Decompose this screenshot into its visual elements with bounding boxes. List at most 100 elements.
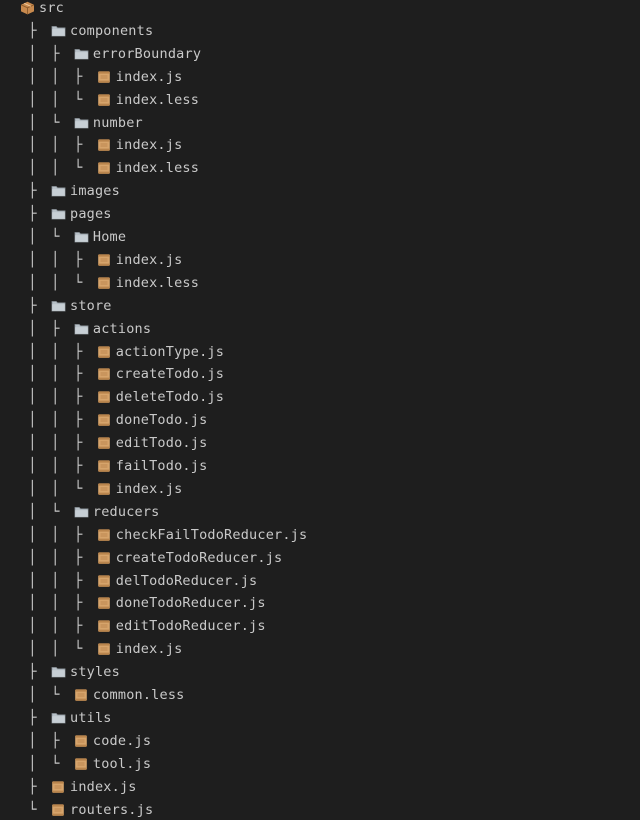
file-icon [97, 70, 112, 84]
tree-item-label: src [39, 0, 64, 16]
tree-connector-pipe: │ [28, 549, 37, 566]
tree-connector-end: └ [51, 229, 60, 245]
tree-connector-pipe: │ [51, 549, 60, 566]
tree-row[interactable]: ││├createTodoReducer.js [0, 547, 640, 570]
tree-row[interactable]: ││├doneTodoReducer.js [0, 592, 640, 615]
folder-icon [74, 322, 89, 336]
tree-connector-end: └ [74, 91, 83, 108]
tree-connector-end: └ [51, 755, 60, 772]
tree-item-label: errorBoundary [92, 45, 202, 62]
tree-row[interactable]: ││├deleteTodo.js [0, 386, 640, 409]
tree-row[interactable]: src [0, 0, 640, 20]
tree-row[interactable]: ││└index.less [0, 272, 640, 295]
tree-connector-pipe: │ [28, 160, 37, 177]
tree-connector-pipe: │ [28, 343, 37, 360]
file-icon [97, 253, 112, 267]
tree-row[interactable]: ││└index.less [0, 89, 640, 112]
tree-item-label: index.js [115, 641, 183, 658]
tree-connector-pipe: │ [51, 389, 60, 406]
file-icon [97, 413, 112, 427]
tree-row[interactable]: │├actions [0, 318, 640, 341]
tree-item-label: index.js [115, 251, 183, 268]
tree-row[interactable]: ││├failTodo.js [0, 455, 640, 478]
tree-connector-pipe: │ [28, 274, 37, 291]
tree-connector-end: └ [28, 801, 37, 818]
file-icon [97, 161, 112, 175]
tree-row[interactable]: │└Home [0, 226, 640, 249]
tree-row[interactable]: │└common.less [0, 684, 640, 707]
folder-icon [74, 505, 89, 519]
tree-item-label: styles [70, 664, 120, 681]
tree-row[interactable]: ├store [0, 295, 640, 318]
folder-icon [74, 47, 89, 61]
tree-row[interactable]: ││├editTodo.js [0, 432, 640, 455]
tree-row[interactable]: ││├delTodoReducer.js [0, 570, 640, 593]
tree-item-label: number [92, 114, 143, 131]
tree-connector-pipe: │ [51, 480, 60, 497]
tree-row[interactable]: ││├index.js [0, 66, 640, 89]
tree-connector-pipe: │ [28, 91, 37, 108]
tree-item-label: utils [70, 709, 112, 726]
file-icon [74, 734, 89, 748]
tree-row[interactable]: ││├actionType.js [0, 341, 640, 364]
tree-connector-tee: ├ [28, 664, 37, 681]
tree-row[interactable]: ││└index.js [0, 478, 640, 501]
tree-row[interactable]: ├index.js [0, 776, 640, 799]
file-icon [97, 574, 112, 588]
tree-connector-pipe: │ [28, 641, 37, 658]
tree-connector-tee: ├ [74, 343, 83, 360]
tree-row[interactable]: ││├createTodo.js [0, 363, 640, 386]
tree-item-label: failTodo.js [115, 458, 208, 474]
tree-connector-tee: ├ [74, 435, 83, 452]
tree-connector-pipe: │ [28, 732, 37, 749]
tree-row[interactable]: │ ├ code.js [0, 730, 640, 753]
tree-row[interactable]: ││└index.less [0, 157, 640, 180]
tree-item-label: index.less [115, 160, 200, 177]
tree-row[interactable]: ││├checkFailTodoReducer.js [0, 524, 640, 547]
tree-row[interactable]: ├ styles [0, 661, 640, 684]
tree-connector-pipe: │ [51, 343, 60, 360]
tree-connector-pipe: │ [28, 45, 37, 62]
tree-item-label: index.js [115, 137, 183, 154]
tree-connector-pipe: │ [28, 595, 37, 612]
tree-item-label: delTodoReducer.js [115, 572, 258, 589]
tree-row[interactable]: ││└index.js [0, 638, 640, 661]
tree-connector-pipe: │ [51, 526, 60, 543]
tree-row[interactable]: ││├index.js [0, 249, 640, 272]
file-icon [97, 276, 112, 290]
tree-connector-pipe: │ [28, 458, 37, 474]
tree-connector-end: └ [74, 641, 83, 658]
tree-connector-pipe: │ [51, 91, 60, 108]
tree-row[interactable]: └routers.js [0, 799, 640, 820]
tree-connector-pipe: │ [28, 480, 37, 497]
tree-item-label: code.js [92, 732, 152, 749]
tree-row[interactable]: │└tool.js [0, 753, 640, 776]
tree-connector-pipe: │ [51, 366, 60, 383]
tree-item-label: index.js [70, 778, 137, 795]
tree-row[interactable]: ├pages [0, 203, 640, 226]
tree-row[interactable]: │└reducers [0, 501, 640, 524]
tree-connector-tee: ├ [74, 572, 83, 589]
file-icon [97, 436, 112, 450]
tree-row[interactable]: ├images [0, 180, 640, 203]
tree-connector-pipe: │ [51, 251, 60, 268]
tree-connector-tee: ├ [51, 732, 60, 749]
tree-connector-pipe: │ [28, 366, 37, 383]
tree-connector-pipe: │ [51, 458, 60, 474]
tree-row[interactable]: │└number [0, 112, 640, 135]
tree-row[interactable]: ├utils [0, 707, 640, 730]
tree-connector-end: └ [51, 503, 60, 520]
file-icon [97, 596, 112, 610]
tree-connector-pipe: │ [51, 137, 60, 154]
tree-connector-tee: ├ [74, 137, 83, 154]
file-icon [97, 619, 112, 633]
tree-connector-tee: ├ [28, 206, 37, 223]
tree-row[interactable]: ││├editTodoReducer.js [0, 615, 640, 638]
tree-row[interactable]: ├components [0, 20, 640, 43]
tree-row[interactable]: │├errorBoundary [0, 43, 640, 66]
tree-connector-tee: ├ [28, 22, 37, 39]
tree-row[interactable]: ││├doneTodo.js [0, 409, 640, 432]
tree-row[interactable]: ││├index.js [0, 134, 640, 157]
file-icon [97, 642, 112, 656]
